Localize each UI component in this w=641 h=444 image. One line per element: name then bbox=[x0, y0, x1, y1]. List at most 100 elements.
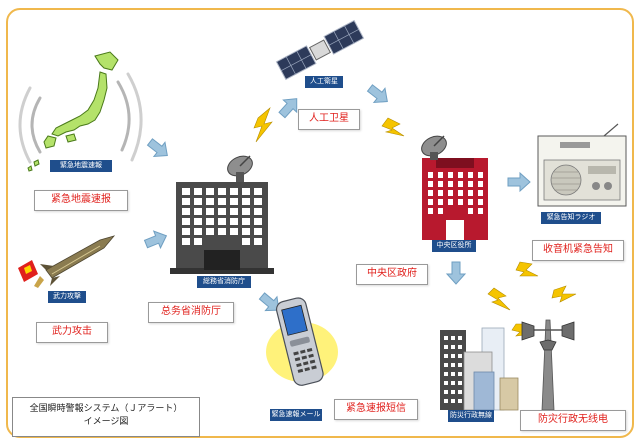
building-window bbox=[242, 188, 250, 195]
building-window bbox=[458, 345, 462, 349]
building-window bbox=[218, 198, 226, 205]
arrow-attack-to-fdma bbox=[143, 230, 168, 250]
japan-map-icon bbox=[27, 51, 119, 172]
satellite-icon bbox=[275, 19, 365, 81]
building-window bbox=[254, 198, 262, 205]
building-window bbox=[458, 172, 463, 178]
building-window bbox=[242, 208, 250, 215]
building-window bbox=[230, 228, 238, 235]
fdma-building bbox=[170, 182, 274, 274]
building-window bbox=[230, 198, 238, 205]
arrow-ward-to-wireless bbox=[445, 261, 467, 285]
building-window bbox=[444, 336, 448, 340]
building-window bbox=[194, 238, 202, 245]
building-window bbox=[458, 372, 462, 376]
building-window bbox=[254, 218, 262, 225]
arrow-earthquake-to-fdma bbox=[146, 138, 168, 158]
building-window bbox=[182, 228, 190, 235]
label-mobile-jp: 緊急速報メール bbox=[270, 409, 322, 421]
building-window bbox=[206, 208, 214, 215]
annotation-satellite: 人工卫星 bbox=[298, 109, 360, 130]
building-window bbox=[206, 218, 214, 225]
building-window bbox=[206, 198, 214, 205]
building-window bbox=[448, 190, 453, 196]
label-radio-jp: 緊急告知ラジオ bbox=[541, 212, 601, 224]
building-window bbox=[230, 188, 238, 195]
annotation-fdma: 总务省消防厅 bbox=[148, 302, 234, 323]
building-window bbox=[438, 181, 443, 187]
lightning-icon bbox=[515, 261, 539, 277]
building-window bbox=[254, 228, 262, 235]
building-window bbox=[478, 172, 483, 178]
building-window bbox=[468, 208, 473, 214]
building-window bbox=[444, 363, 448, 367]
annotation-radio: 收音机紧急告知 bbox=[532, 240, 624, 261]
building-window bbox=[182, 188, 190, 195]
building-window bbox=[218, 188, 226, 195]
building-window bbox=[444, 354, 448, 358]
diagram-frame bbox=[6, 8, 634, 438]
building-window bbox=[182, 208, 190, 215]
label-satellite-jp: 人工衛星 bbox=[305, 76, 343, 88]
arrow-fdma-to-satellite bbox=[278, 98, 298, 119]
building-window bbox=[468, 181, 473, 187]
building-window bbox=[448, 172, 453, 178]
building-window bbox=[194, 198, 202, 205]
building-window bbox=[182, 218, 190, 225]
flow-arrows bbox=[143, 84, 531, 312]
diagram-title: 全国瞬時警報システム（Ｊアラート） bbox=[29, 404, 183, 414]
arrow-ward-to-radio bbox=[507, 171, 531, 193]
building-window bbox=[428, 199, 433, 205]
label-earthquake-jp: 緊急地震速報 bbox=[50, 160, 112, 172]
radio-icon bbox=[537, 123, 627, 207]
satellite-dish-icon bbox=[227, 155, 253, 182]
label-fdma-jp: 総務省消防庁 bbox=[197, 276, 251, 288]
label-wireless-jp: 防災行政無線 bbox=[448, 410, 494, 422]
city-buildings-icon bbox=[440, 327, 519, 411]
building-window bbox=[444, 345, 448, 349]
building-window bbox=[428, 208, 433, 214]
building-window bbox=[478, 181, 483, 187]
building-window bbox=[242, 218, 250, 225]
building-window bbox=[444, 399, 448, 403]
missile-icon bbox=[34, 235, 116, 288]
building-window bbox=[194, 208, 202, 215]
building-window bbox=[458, 399, 462, 403]
building-window bbox=[242, 198, 250, 205]
building-window bbox=[458, 363, 462, 367]
building-window bbox=[254, 208, 262, 215]
label-ward-jp: 中央区役所 bbox=[432, 240, 476, 252]
building-window bbox=[194, 188, 202, 195]
building-window bbox=[218, 208, 226, 215]
building-window bbox=[451, 336, 455, 340]
building-window bbox=[428, 190, 433, 196]
building-window bbox=[218, 218, 226, 225]
building-window bbox=[458, 354, 462, 358]
building-window bbox=[230, 218, 238, 225]
building-window bbox=[458, 199, 463, 205]
building-window bbox=[448, 199, 453, 205]
annotation-ward: 中央区政府 bbox=[356, 264, 428, 285]
building-window bbox=[444, 381, 448, 385]
building-window bbox=[182, 238, 190, 245]
building-window bbox=[458, 336, 462, 340]
building-window bbox=[438, 172, 443, 178]
building-window bbox=[428, 172, 433, 178]
building-window bbox=[451, 381, 455, 385]
building-window bbox=[254, 188, 262, 195]
building-window bbox=[242, 238, 250, 245]
label-attack-jp: 武力攻撃 bbox=[48, 291, 86, 303]
building-window bbox=[478, 208, 483, 214]
ward-office-building bbox=[422, 158, 488, 240]
satellite-dish-icon bbox=[421, 135, 447, 160]
building-window bbox=[458, 390, 462, 394]
lightning-icon bbox=[551, 285, 577, 303]
lightning-icon bbox=[381, 117, 405, 137]
building-window bbox=[254, 238, 262, 245]
building-window bbox=[458, 190, 463, 196]
building-window bbox=[182, 198, 190, 205]
building-window bbox=[478, 199, 483, 205]
lightning-icon bbox=[487, 287, 511, 311]
